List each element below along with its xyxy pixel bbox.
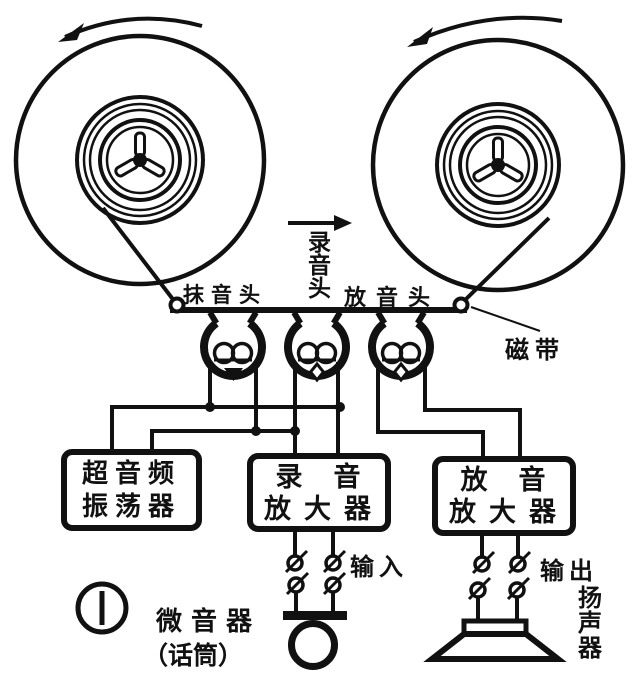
left-reel-icon (13, 33, 267, 287)
input-terminals-icon (284, 549, 347, 596)
playback-head-wire-left (376, 362, 485, 461)
left-rotation-arrow-icon (58, 16, 203, 42)
playback-head-label: 放音头 (344, 285, 441, 310)
playback-amplifier-box (432, 456, 576, 536)
microphone-paren-label: （话筒） (143, 642, 244, 670)
speaker-icon (423, 618, 567, 662)
playback-head-wire-right (423, 362, 522, 461)
playback-amplifier-label: 放 音 放大器 (449, 465, 569, 527)
input-label: 输入 (350, 554, 408, 581)
tape-leader-line (470, 306, 541, 332)
erase-head-icon (200, 310, 266, 381)
record-head-icon (284, 310, 350, 383)
microphone-label: 微音器 (156, 606, 262, 636)
wiring (110, 362, 522, 622)
right-reel-icon (370, 37, 626, 293)
left-guide-roller-icon (168, 296, 186, 314)
erase-head-label: 抹音头 (183, 284, 267, 307)
tape-label: 磁带 (505, 337, 565, 364)
oscillator-label: 超音频 振荡器 (81, 458, 181, 521)
junction-dot (251, 426, 261, 436)
oscillator-bus-1 (110, 405, 340, 452)
microphone-icon (283, 611, 347, 670)
tape-path (101, 206, 551, 332)
speaker-label: 扬 声 器 (578, 585, 602, 662)
playback-head-icon (368, 310, 434, 383)
oscillator-bus-2 (150, 429, 295, 452)
record-head-label: 录 音 头 (308, 229, 331, 301)
output-label: 输出 (540, 558, 598, 585)
record-amplifier-label: 录 音 放大器 (264, 461, 384, 524)
right-guide-roller-icon (452, 296, 470, 314)
tape-direction-arrow-icon (288, 215, 352, 231)
record-amplifier-box (247, 453, 391, 532)
oscillator-box (61, 449, 202, 531)
plug-symbol-icon (75, 581, 129, 635)
junction-dot (290, 426, 300, 436)
junction-dot (335, 402, 345, 412)
right-rotation-arrow-icon (407, 15, 563, 47)
output-terminals-icon (467, 550, 532, 601)
junction-dot (205, 402, 215, 412)
